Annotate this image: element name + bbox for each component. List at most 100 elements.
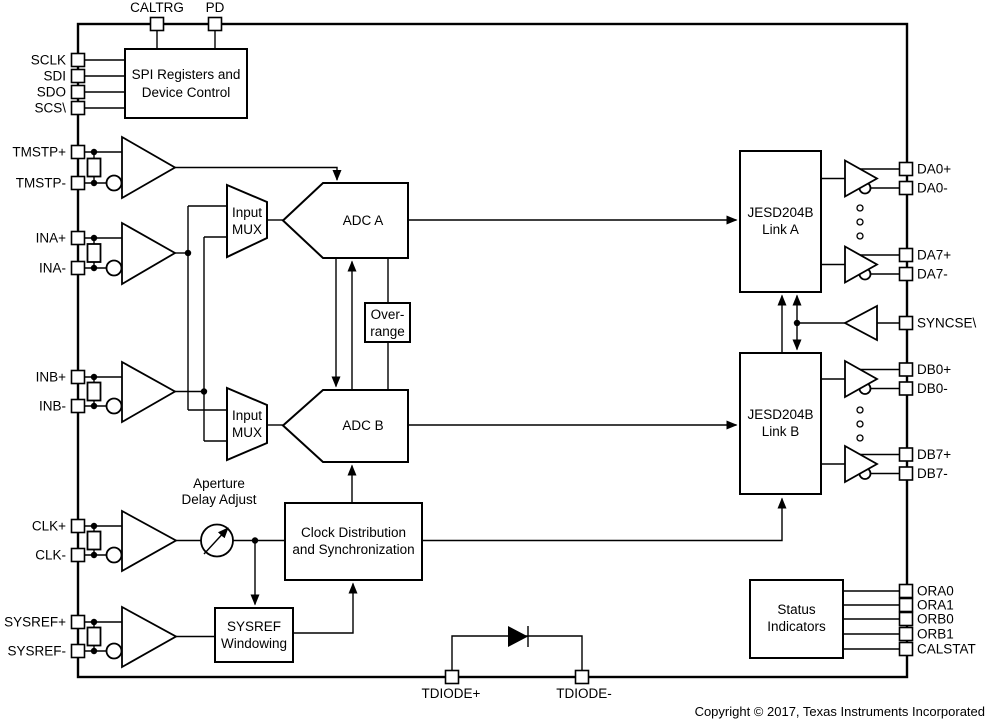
pin-syncse bbox=[898, 315, 914, 331]
junction-dot bbox=[90, 647, 98, 655]
junction-dot bbox=[90, 618, 98, 626]
junction-dot bbox=[90, 148, 98, 156]
pin-label-ina-minus: INA- bbox=[39, 261, 66, 276]
pin-label-sysref-plus: SYSREF+ bbox=[4, 615, 66, 630]
adc-b-group: ADC B bbox=[281, 389, 409, 463]
junction-dot bbox=[90, 179, 98, 187]
ellipsis-dot bbox=[856, 218, 864, 226]
jesd-link-b-group: JESD204B Link B bbox=[739, 352, 822, 495]
pin-label-pd: PD bbox=[206, 0, 225, 15]
pin-label-db0-minus: DB0- bbox=[917, 381, 948, 396]
pin-da0-plus bbox=[898, 161, 914, 177]
clock-dist-group: Clock Distribution and Synchronization bbox=[284, 502, 423, 581]
pin-label-inb-minus: INB- bbox=[39, 399, 66, 414]
status-indicators-block bbox=[749, 579, 844, 659]
pin-tdiode-plus bbox=[444, 669, 460, 685]
pin-ora1 bbox=[898, 597, 914, 613]
spi-block-group: SCLK SDI SDO SCS\ SPI Registers and Devi… bbox=[31, 48, 248, 119]
pin-label-db7-plus: DB7+ bbox=[917, 447, 951, 462]
db7-output-buffer-icon bbox=[844, 444, 879, 484]
pin-label-scs: SCS\ bbox=[34, 101, 66, 116]
jesd-link-a-block bbox=[739, 150, 822, 293]
ellipsis-dot bbox=[856, 420, 864, 428]
syncse-buffer-icon bbox=[843, 304, 878, 342]
input-mux-a-group: Input MUX bbox=[226, 183, 268, 259]
sysref-windowing-block bbox=[214, 607, 294, 663]
pin-label-db7-minus: DB7- bbox=[917, 466, 948, 481]
junction-dot bbox=[184, 249, 192, 257]
pin-caltrg bbox=[149, 16, 165, 32]
over-range-label-line2: range bbox=[370, 324, 405, 339]
ellipsis-dot bbox=[856, 406, 864, 414]
inb-input-group: INB+ INB- bbox=[36, 360, 177, 424]
junction-dot bbox=[90, 234, 98, 242]
sysref-buffer-icon bbox=[121, 605, 178, 669]
pin-orb0 bbox=[898, 611, 914, 627]
pin-pd bbox=[207, 16, 223, 32]
pin-label-clk-minus: CLK- bbox=[35, 548, 66, 563]
termination-resistor bbox=[86, 530, 102, 551]
wire-clockdist-to-linkb bbox=[422, 497, 787, 542]
mux-a-label-line2: MUX bbox=[232, 222, 262, 237]
signal-wires bbox=[175, 166, 845, 638]
tmstp-input-group: TMSTP+ TMSTP- bbox=[12, 135, 177, 200]
pin-label-syncse: SYNCSE\ bbox=[917, 316, 977, 331]
pin-label-inb-plus: INB+ bbox=[36, 370, 67, 385]
wire-sysrefwin-to-clockdist bbox=[293, 582, 358, 634]
pin-label-sdo: SDO bbox=[37, 85, 66, 100]
pin-tmstp-plus bbox=[70, 144, 86, 160]
pin-label-orb1: ORB1 bbox=[917, 627, 954, 642]
delay-adjust-arrow-icon bbox=[203, 527, 229, 555]
adc-b-block bbox=[281, 389, 409, 463]
over-range-label-line1: Over- bbox=[371, 307, 405, 322]
pin-sysref-plus bbox=[70, 614, 86, 630]
pin-label-db0-plus: DB0+ bbox=[917, 362, 951, 377]
pin-db0-minus bbox=[898, 381, 914, 396]
clk-buffer-icon bbox=[121, 509, 178, 573]
pin-label-sdi: SDI bbox=[43, 69, 66, 84]
syncse-group: SYNCSE\ bbox=[843, 304, 977, 342]
ellipsis-dot bbox=[856, 204, 864, 212]
da7-output-buffer-icon bbox=[844, 244, 879, 285]
pin-db7-minus bbox=[898, 466, 914, 481]
mux-a-label-line1: Input bbox=[232, 205, 262, 220]
link-a-label-line2: Link A bbox=[762, 222, 799, 237]
clock-dist-label-line2: and Synchronization bbox=[292, 542, 414, 557]
adc-b-label: ADC B bbox=[342, 418, 383, 433]
chip-boundary bbox=[76, 22, 909, 679]
aperture-delay-group: Aperture Delay Adjust bbox=[181, 476, 257, 558]
pin-label-tdiode-plus: TDIODE+ bbox=[422, 686, 481, 701]
aperture-label-line2: Delay Adjust bbox=[181, 492, 256, 507]
status-indicators-group: Status Indicators ORA0 ORA1 ORB0 ORB1 CA… bbox=[749, 579, 976, 659]
pin-inb-plus bbox=[70, 369, 86, 385]
pin-da7-plus bbox=[898, 247, 914, 263]
clock-dist-label-line1: Clock Distribution bbox=[301, 525, 406, 540]
diode-icon bbox=[508, 626, 528, 647]
ellipsis-dot bbox=[856, 434, 864, 442]
pin-label-da7-plus: DA7+ bbox=[917, 248, 951, 263]
pin-label-tmstp-plus: TMSTP+ bbox=[12, 145, 66, 160]
status-label-line2: Indicators bbox=[767, 619, 826, 634]
pin-label-ina-plus: INA+ bbox=[36, 231, 67, 246]
junction-dot bbox=[90, 402, 98, 410]
junction-dot bbox=[90, 264, 98, 272]
sysref-input-group: SYSREF+ SYSREF- bbox=[4, 605, 178, 669]
pin-label-caltrg: CALTRG bbox=[130, 0, 184, 15]
pin-label-sclk: SCLK bbox=[31, 53, 66, 68]
copyright-text: Copyright © 2017, Texas Instruments Inco… bbox=[695, 704, 985, 719]
pin-label-da0-plus: DA0+ bbox=[917, 162, 951, 177]
inversion-bubble-icon bbox=[105, 642, 123, 660]
pin-label-sysref-minus: SYSREF- bbox=[7, 644, 66, 659]
junction-dot bbox=[90, 522, 98, 530]
input-mux-b-block bbox=[226, 386, 268, 462]
jesd-link-a-group: JESD204B Link A bbox=[739, 150, 822, 293]
tmstp-buffer-icon bbox=[121, 135, 177, 200]
inversion-bubble-icon bbox=[105, 259, 123, 277]
sysref-windowing-group: SYSREF Windowing bbox=[214, 607, 294, 663]
over-range-block bbox=[364, 302, 411, 343]
sysref-win-label-line2: Windowing bbox=[221, 636, 287, 651]
pin-label-calstat: CALSTAT bbox=[917, 642, 976, 657]
pin-label-tmstp-minus: TMSTP- bbox=[16, 176, 66, 191]
